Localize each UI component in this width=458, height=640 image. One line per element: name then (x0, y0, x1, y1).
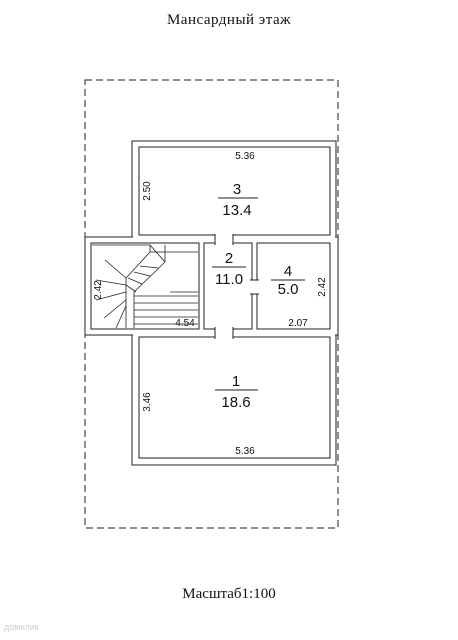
dim-stair-depth: 2.42 (93, 280, 104, 300)
staircase (92, 244, 198, 329)
room-1-number: 1 (232, 373, 240, 390)
room-2-number: 2 (225, 250, 233, 267)
room-4-number: 4 (284, 263, 292, 280)
room-3 (138, 146, 331, 236)
room-1-area: 18.6 (221, 394, 250, 411)
room-3-number: 3 (233, 181, 241, 198)
scale-label: Масштаб1:100 (182, 586, 276, 602)
room-3-area: 13.4 (222, 202, 251, 219)
dim-room3-depth: 2.50 (142, 181, 153, 201)
dim-stair-width: 4.54 (175, 318, 195, 329)
dim-room1-width: 5.36 (235, 446, 255, 457)
area-separators (212, 197, 305, 391)
dim-room1-depth: 3.46 (142, 392, 153, 412)
room-2-area: 11.0 (215, 271, 243, 288)
plan-title: Мансардный этаж (166, 12, 292, 28)
room-1 (138, 336, 331, 459)
dim-room4-width: 2.07 (288, 318, 308, 329)
dim-room3-width: 5.36 (235, 151, 255, 162)
room-4-area: 5.0 (278, 281, 299, 298)
stair-room (90, 242, 200, 330)
watermark: домклик (4, 622, 39, 632)
dim-room4-depth: 2.42 (317, 277, 328, 297)
door-jambs (214, 234, 259, 339)
